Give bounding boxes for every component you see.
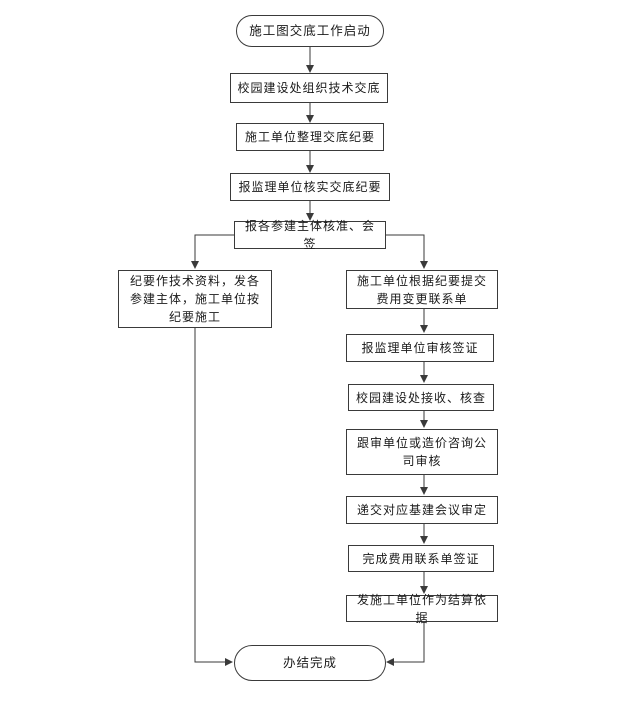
arrow-right-to-end bbox=[386, 622, 425, 666]
arrow-left-to-end bbox=[194, 328, 233, 666]
left-branch-label: 纪要作技术资料，发各参建主体，施工单位按纪要施工 bbox=[129, 274, 260, 324]
right-step-6-node: 完成费用联系单签证 bbox=[348, 545, 494, 572]
right-step-6-label: 完成费用联系单签证 bbox=[362, 551, 480, 566]
start-node: 施工图交底工作启动 bbox=[236, 15, 384, 47]
minutes-node-label: 施工单位整理交底纪要 bbox=[244, 130, 375, 144]
start-node-label: 施工图交底工作启动 bbox=[249, 23, 371, 38]
minutes-node: 施工单位整理交底纪要 bbox=[236, 123, 384, 151]
right-step-4-node: 跟审单位或造价咨询公司审核 bbox=[346, 429, 498, 475]
arrow-approve-to-right bbox=[386, 234, 428, 269]
right-step-3-label: 校园建设处接收、核查 bbox=[355, 390, 486, 405]
right-step-1-node: 施工单位根据纪要提交费用变更联系单 bbox=[346, 270, 498, 309]
right-step-5-node: 递交对应基建会议审定 bbox=[346, 496, 498, 524]
right-step-2-node: 报监理单位审核签证 bbox=[346, 334, 494, 362]
organize-node-label: 校园建设处组织技术交底 bbox=[237, 81, 381, 95]
right-step-7-label: 发施工单位作为结算依据 bbox=[356, 592, 487, 625]
right-step-2-label: 报监理单位审核签证 bbox=[361, 341, 479, 355]
arrow-approve-to-left bbox=[191, 234, 234, 269]
approve-node: 报各参建主体核准、会签 bbox=[234, 219, 386, 251]
right-step-5-label: 递交对应基建会议审定 bbox=[356, 503, 487, 517]
approve-node-label: 报各参建主体核准、会签 bbox=[244, 219, 375, 251]
right-step-7-node: 发施工单位作为结算依据 bbox=[346, 593, 498, 625]
end-node: 办结完成 bbox=[234, 645, 386, 681]
verify-node: 报监理单位核实交底纪要 bbox=[230, 173, 390, 201]
end-node-label: 办结完成 bbox=[282, 655, 337, 670]
right-step-4-label: 跟审单位或造价咨询公司审核 bbox=[357, 436, 488, 468]
right-step-1-label: 施工单位根据纪要提交费用变更联系单 bbox=[357, 273, 488, 306]
organize-node: 校园建设处组织技术交底 bbox=[230, 73, 388, 103]
right-step-3-node: 校园建设处接收、核查 bbox=[348, 384, 494, 411]
left-branch-node: 纪要作技术资料，发各参建主体，施工单位按纪要施工 bbox=[118, 270, 272, 328]
verify-node-label: 报监理单位核实交底纪要 bbox=[238, 180, 382, 194]
